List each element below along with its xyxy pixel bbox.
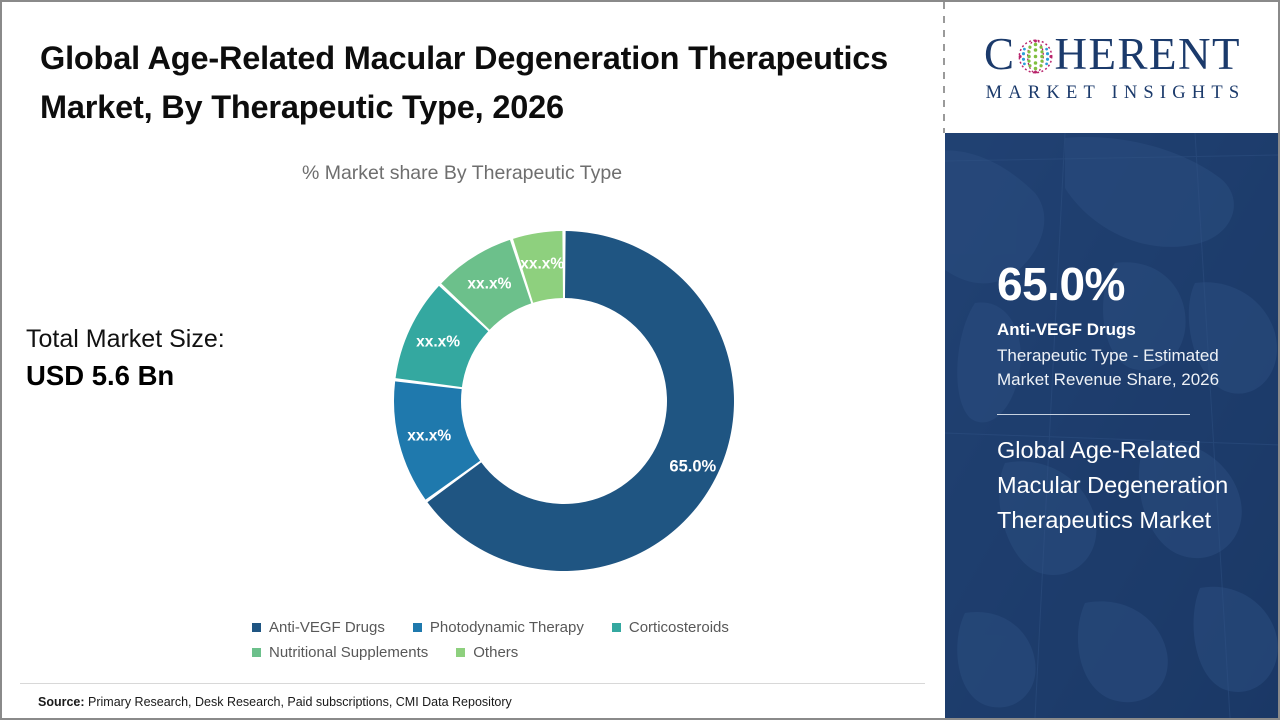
- legend-label: Others: [473, 644, 519, 661]
- highlight-stat-value: 65.0%: [997, 258, 1125, 310]
- source-text: Primary Research, Desk Research, Paid su…: [84, 695, 512, 709]
- legend-item-corticosteroids[interactable]: Corticosteroids: [611, 619, 729, 636]
- legend-label: Nutritional Supplements: [269, 644, 429, 661]
- total-market-size: Total Market Size: USD 5.6 Bn: [26, 324, 316, 394]
- highlight-market-name: Global Age-Related Macular Degeneration …: [997, 437, 1229, 533]
- donut-slices: [394, 231, 735, 572]
- logo-wordmark: C: [984, 28, 1241, 79]
- brand-panel: C: [945, 2, 1278, 718]
- legend-swatch-icon: [456, 648, 466, 657]
- total-market-value: USD 5.6 Bn: [26, 360, 175, 392]
- legend-swatch-icon: [611, 623, 621, 632]
- highlight-panel: 65.0% Anti-VEGF Drugs Therapeutic Type -…: [945, 133, 1278, 718]
- source-note: Source: Primary Research, Desk Research,…: [38, 695, 512, 709]
- donut-slice[interactable]: [513, 231, 564, 303]
- donut-slice[interactable]: [394, 381, 481, 500]
- chart-legend: Anti-VEGF Drugs Photodynamic Therapy Cor…: [252, 619, 852, 669]
- chart-panel: Global Age-Related Macular Degeneration …: [2, 2, 943, 718]
- donut-chart: 65.0% xx.x% xx.x% xx.x% xx.x%: [390, 227, 738, 575]
- donut-slice[interactable]: [395, 285, 489, 388]
- chart-subtitle: % Market share By Therapeutic Type: [301, 162, 623, 184]
- panel-divider: [943, 2, 945, 133]
- donut-chart-svg: 65.0% xx.x% xx.x% xx.x% xx.x%: [394, 231, 735, 572]
- legend-item-photodynamic-therapy[interactable]: Photodynamic Therapy: [412, 619, 584, 636]
- legend-label: Photodynamic Therapy: [429, 619, 584, 636]
- dotted-globe-icon: [1017, 38, 1054, 75]
- footer-divider: [20, 683, 925, 684]
- legend-item-others[interactable]: Others: [456, 644, 518, 661]
- logo-tagline: MARKET INSIGHTS: [985, 82, 1246, 103]
- page-title: Global Age-Related Macular Degeneration …: [40, 40, 889, 126]
- legend-item-anti-vegf-drugs[interactable]: Anti-VEGF Drugs: [252, 619, 385, 636]
- highlight-stat-description: Therapeutic Type - Estimated Market Reve…: [997, 346, 1220, 390]
- world-map-background: [945, 133, 1278, 718]
- legend-row-1: Anti-VEGF Drugs Photodynamic Therapy Cor…: [252, 619, 852, 636]
- highlight-stat-name: Anti-VEGF Drugs: [997, 320, 1136, 339]
- highlight-content: 65.0% Anti-VEGF Drugs Therapeutic Type -…: [997, 261, 1257, 538]
- legend-label: Corticosteroids: [628, 619, 729, 636]
- donut-slice-labels: 65.0% xx.x% xx.x% xx.x% xx.x%: [407, 256, 716, 476]
- legend-row-2: Nutritional Supplements Others: [252, 644, 852, 661]
- legend-swatch-icon: [412, 623, 422, 632]
- logo-letter-c: C: [984, 28, 1016, 79]
- source-label: Source:: [38, 695, 85, 709]
- donut-slice[interactable]: [441, 239, 532, 330]
- donut-slice-label: 65.0%: [669, 458, 716, 476]
- legend-item-nutritional-supplements[interactable]: Nutritional Supplements: [252, 644, 428, 661]
- total-market-label: Total Market Size:: [26, 325, 225, 353]
- legend-swatch-icon: [252, 648, 261, 657]
- donut-slice-label: xx.x%: [407, 428, 451, 445]
- brand-logo: C: [945, 2, 1278, 133]
- donut-slice[interactable]: [427, 231, 735, 572]
- donut-slice-label: xx.x%: [467, 276, 511, 293]
- legend-label: Anti-VEGF Drugs: [269, 619, 385, 636]
- donut-slice-label: xx.x%: [416, 334, 460, 351]
- legend-swatch-icon: [252, 623, 261, 632]
- logo-letters-rest: HERENT: [1054, 28, 1241, 79]
- highlight-divider: [997, 414, 1190, 416]
- donut-slice-label: xx.x%: [520, 256, 564, 273]
